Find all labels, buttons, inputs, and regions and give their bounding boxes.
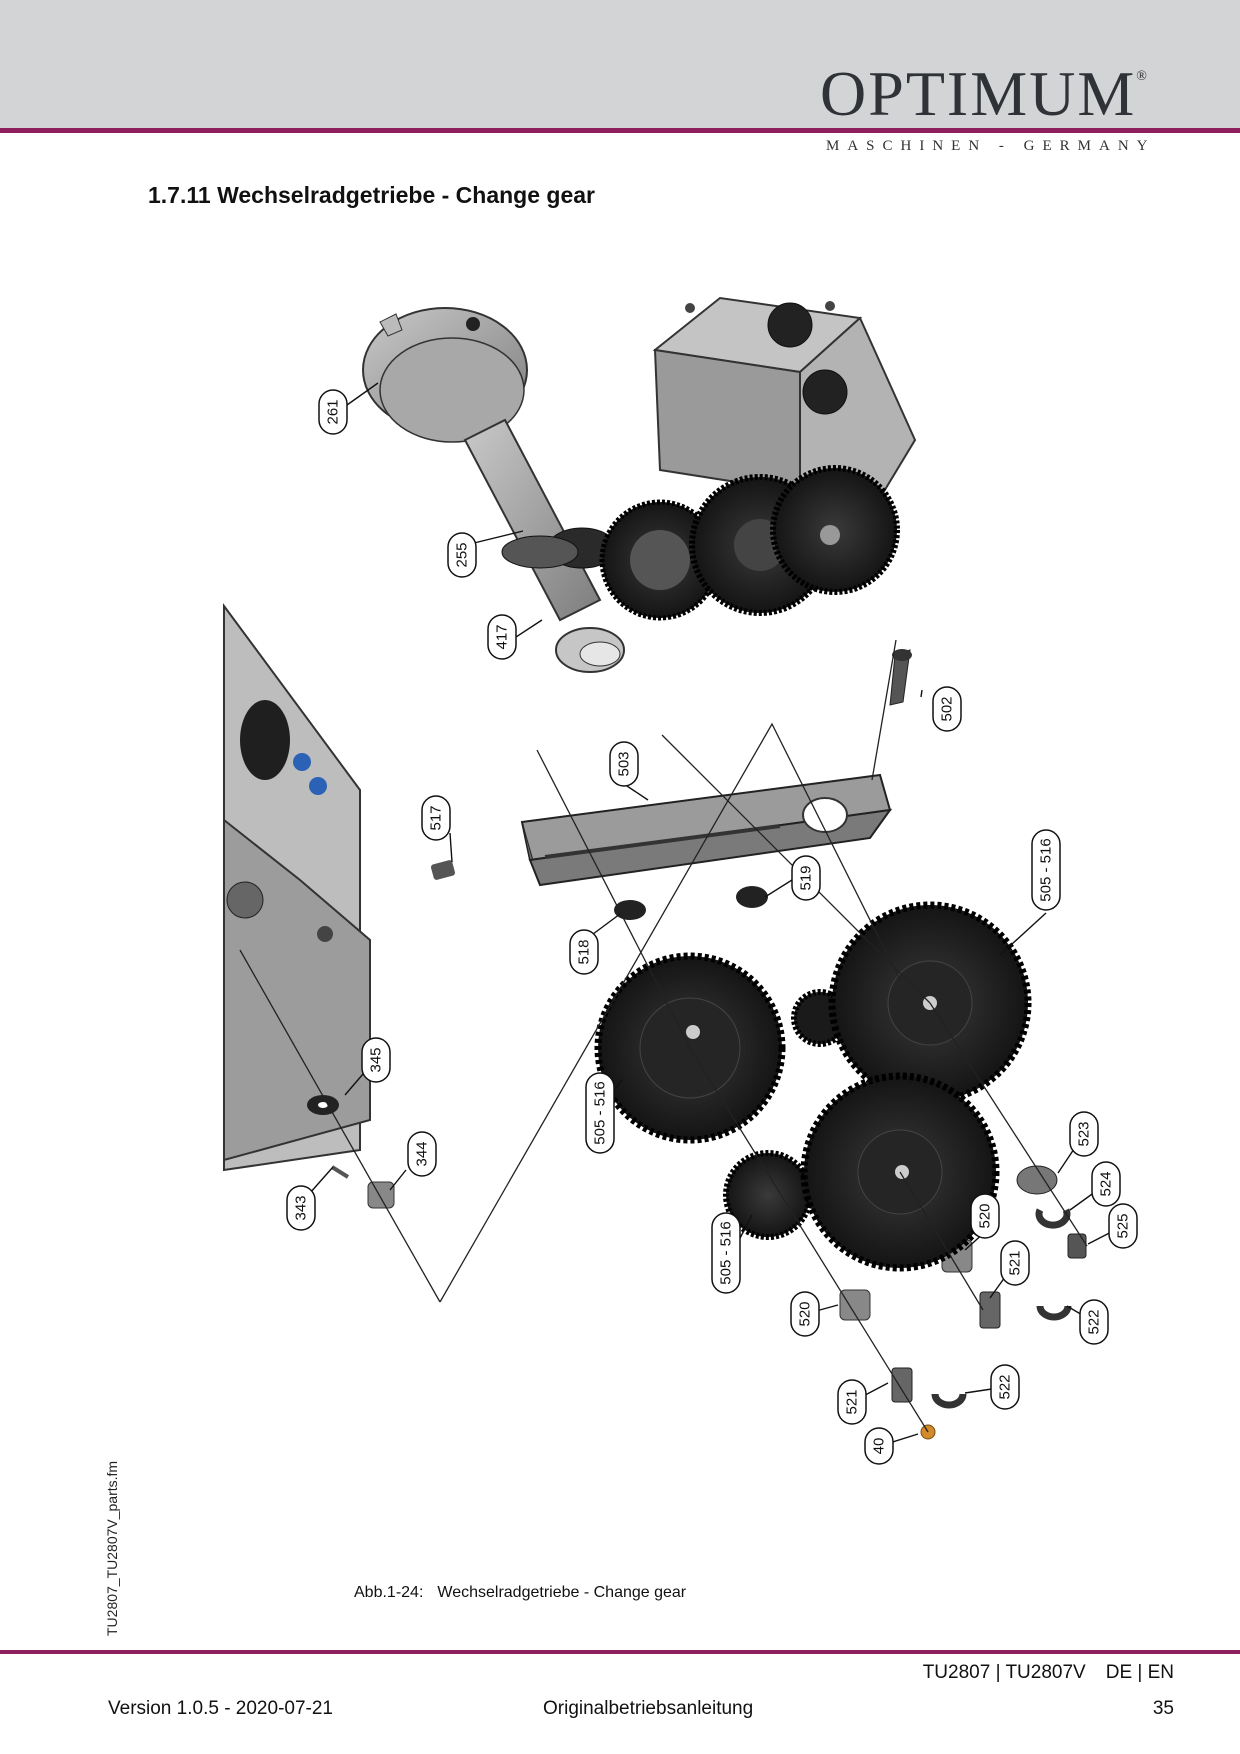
- callout-522-b: 522: [990, 1364, 1020, 1410]
- section-title: 1.7.11 Wechselradgetriebe - Change gear: [148, 182, 595, 208]
- callout-label: 255: [454, 542, 471, 567]
- callout-343: 343: [286, 1185, 316, 1231]
- callout-label: 521: [1007, 1250, 1024, 1275]
- callout-label: 520: [977, 1203, 994, 1228]
- callout-label: 523: [1076, 1121, 1093, 1146]
- callout-label: 503: [616, 751, 633, 776]
- callout-label: 524: [1098, 1171, 1115, 1196]
- callout-label: 40: [871, 1438, 888, 1455]
- callout-label: 505 - 516: [1038, 838, 1055, 901]
- callout-label: 417: [494, 624, 511, 649]
- gear-bracket: [520, 649, 912, 887]
- callout-523: 523: [1069, 1111, 1099, 1157]
- callout-label: 261: [325, 399, 342, 424]
- brand-tagline: MASCHINEN - GERMANY: [826, 138, 1156, 154]
- callout-345: 345: [361, 1037, 391, 1083]
- callout-522-a: 522: [1079, 1299, 1109, 1345]
- callout-label: 518: [576, 939, 593, 964]
- callout-label: 522: [1086, 1309, 1103, 1334]
- footer-doc-type: Originalbetriebsanleitung: [543, 1698, 754, 1719]
- callout-521-b: 521: [837, 1379, 867, 1425]
- callout-label: 345: [368, 1047, 385, 1072]
- callout-521-a: 521: [1000, 1240, 1030, 1286]
- callout-label: 522: [997, 1374, 1014, 1399]
- change-gears: [594, 901, 1032, 1272]
- callout-505-516-c: 505 - 516: [711, 1212, 741, 1294]
- callout-label: 525: [1115, 1213, 1132, 1238]
- callout-524: 524: [1091, 1161, 1121, 1207]
- language-codes: DE | EN: [1105, 1662, 1174, 1683]
- file-name-label: TU2807_TU2807V_parts.fm: [104, 1460, 120, 1636]
- caption-number: Abb.1-24:: [354, 1584, 424, 1601]
- callout-label: 344: [414, 1141, 431, 1166]
- callout-505-516-b: 505 - 516: [585, 1072, 615, 1154]
- footer-version: Version 1.0.5 - 2020-07-21: [108, 1698, 333, 1719]
- callout-502: 502: [932, 686, 962, 732]
- gearbox-gears: [599, 465, 900, 621]
- gearbox-block: [652, 296, 917, 500]
- page-number: 35: [1152, 1698, 1174, 1719]
- callout-344: 344: [407, 1131, 437, 1177]
- footer-model: TU2807 | TU2807V DE | EN: [923, 1662, 1174, 1684]
- callout-505-516-a: 505 - 516: [1031, 829, 1061, 911]
- callout-518: 518: [569, 929, 599, 975]
- model-name: TU2807 | TU2807V: [922, 1662, 1086, 1683]
- brand-logo: OPTIMUM®: [820, 62, 1149, 126]
- figure-caption: Abb.1-24: Wechselradgetriebe - Change gea…: [354, 1584, 700, 1602]
- callout-417: 417: [487, 614, 517, 660]
- header-divider: [0, 128, 1240, 133]
- callout-label: 517: [428, 805, 445, 830]
- callout-520-b: 520: [790, 1291, 820, 1337]
- header-band: [0, 0, 1240, 128]
- part-callouts: 261 255 417 502 503 517 519 518 505 - 51…: [286, 389, 1138, 1465]
- spindle-chuck-assembly: [362, 307, 625, 673]
- brand-name: OPTIMUM: [820, 58, 1137, 129]
- callout-525: 525: [1108, 1203, 1138, 1249]
- callout-520-a: 520: [970, 1193, 1000, 1239]
- callout-label: 521: [844, 1389, 861, 1414]
- caption-text: Wechselradgetriebe - Change gear: [437, 1584, 687, 1601]
- footer-divider: [0, 1650, 1240, 1654]
- small-parts: [307, 860, 1087, 1440]
- callout-40: 40: [864, 1427, 894, 1465]
- callout-label: 502: [939, 696, 956, 721]
- headstock-block: [223, 602, 371, 1172]
- callout-label: 505 - 516: [718, 1221, 735, 1284]
- callout-label: 519: [798, 865, 815, 890]
- callout-519: 519: [791, 855, 821, 901]
- callout-261: 261: [318, 389, 348, 435]
- callout-503: 503: [609, 741, 639, 787]
- callout-255: 255: [447, 532, 477, 578]
- callout-517: 517: [421, 795, 451, 841]
- callout-label: 505 - 516: [592, 1081, 609, 1144]
- callout-label: 343: [293, 1195, 310, 1220]
- registered-mark: ®: [1136, 69, 1149, 84]
- callout-label: 520: [797, 1301, 814, 1326]
